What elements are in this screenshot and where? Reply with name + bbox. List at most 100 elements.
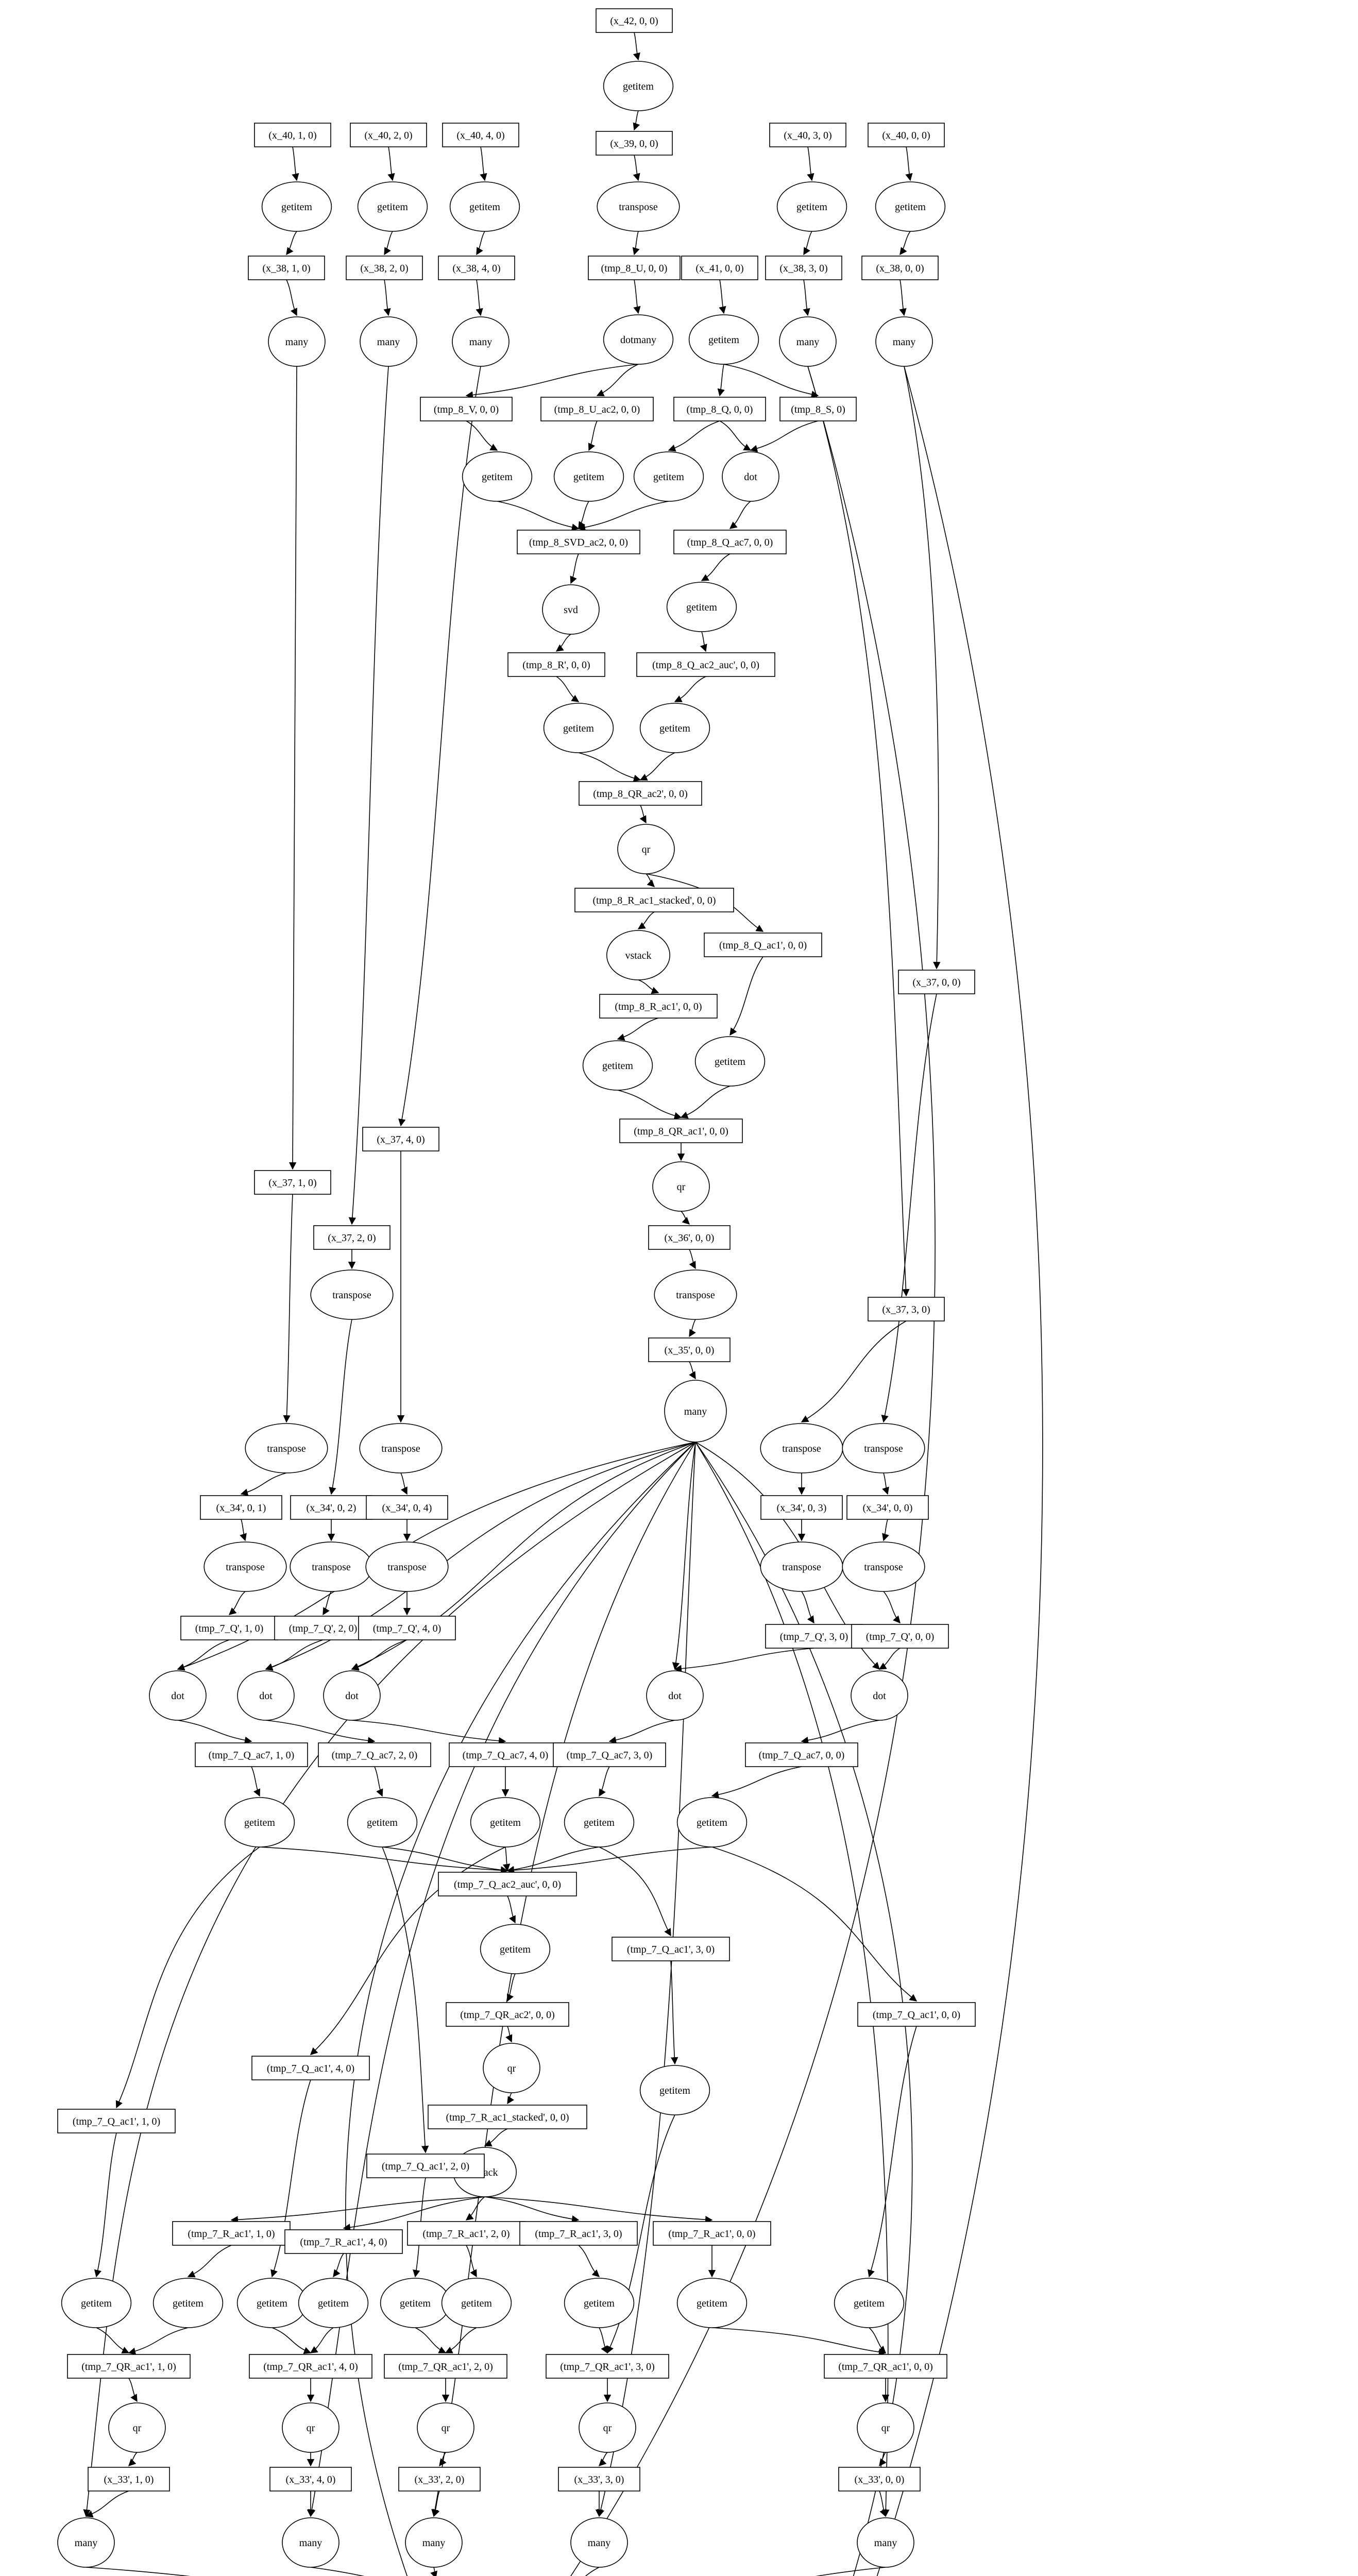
graph-node-tmp_7_Q_ac7_1_0: (tmp_7_Q_ac7, 1, 0) [195,1742,308,1767]
node-label-gi31: getitem [854,2298,885,2309]
graph-node-gi22: getitem [639,2065,710,2115]
node-label-x_37_3_0: (x_37, 3, 0) [882,1304,930,1315]
graph-node-gi19: getitem [564,1797,635,1848]
edge-tmp_8_Q--gi10 [668,420,720,452]
graph-node-tmp_8_U: (tmp_8_U, 0, 0) [588,256,681,280]
graph-node-gi10: getitem [633,451,704,502]
node-label-gi15: getitem [715,1056,745,1067]
edge-tr7--x_34_0_0 [882,1472,889,1495]
graph-node-qr4: qr [108,2402,166,2453]
op-ellipse-gi14 [582,1040,653,1091]
graph-node-gi28: getitem [441,2278,512,2328]
edge-svd--tmp_8_R [555,634,571,652]
edge-tmp_7_Q_ac7_2_0--gi17 [374,1766,383,1797]
node-label-tr12: transpose [864,1562,903,1573]
edge-x_37_1_0--tr4 [283,1194,293,1423]
edge-x_38_2_0--many2 [383,279,391,316]
edge-tmp_7_Q_ac7_3_0--gi19 [599,1766,610,1797]
array-box-tmp_7_R_ac1_stacked [428,2105,587,2129]
edge-dot6--tmp_7_Q_ac7_0_0 [801,1720,880,1744]
op-ellipse-qr3 [483,2043,540,2093]
op-ellipse-tr1 [597,181,680,232]
graph-node-tmp_7_R_ac1_2_0: (tmp_7_R_ac1', 2, 0) [407,2221,525,2246]
graph-node-gi11: getitem [666,582,737,632]
array-box-tmp_7_Q_3_0 [765,1624,863,1649]
graph-node-tmp_7_QR_ac1_2_0: (tmp_7_QR_ac1', 2, 0) [384,2354,507,2379]
edge-tr2--x_35_0_0 [689,1319,696,1337]
node-label-tmp_7_QR_ac1_3_0: (tmp_7_QR_ac1', 3, 0) [560,2361,655,2372]
edge-many9--manyhub2 [585,2567,600,2576]
node-label-gi27: getitem [400,2298,431,2309]
graph-node-tmp_8_R: (tmp_8_R', 0, 0) [507,652,605,677]
graph-node-tmp_7_R_ac1_4_0: (tmp_7_R_ac1', 4, 0) [284,2229,403,2254]
node-label-tmp_8_R_ac1: (tmp_8_R_ac1', 0, 0) [615,1001,702,1012]
graph-node-tmp_7_Q_1_0: (tmp_7_Q', 1, 0) [180,1616,278,1640]
array-box-tmp_8_Q_ac7 [673,530,787,554]
edge-x_40_2_0--gi3 [387,146,395,181]
edge-many4--manyhub2 [570,366,936,2576]
node-label-x_40_0_0: (x_40, 0, 0) [882,130,930,141]
graph-node-dot1: dot [722,451,779,502]
node-label-x_42_0_0: (x_42, 0, 0) [610,15,658,27]
array-box-tmp_7_QR_ac2 [446,2002,569,2027]
edge-x_42_0_0--gi1 [633,32,640,61]
array-box-tmp_7_Q_ac7_4_0 [449,1742,562,1767]
edge-many8--x_32_0_0 [430,2567,437,2576]
graph-node-gi12: getitem [543,703,614,753]
op-ellipse-qr7 [579,2402,636,2453]
edge-tmp_7_Q_ac1_0_0--gi31 [868,2026,917,2278]
edge-vstack2--tmp_7_R_ac1_2_0 [465,2196,485,2221]
node-label-gi16: getitem [244,1817,275,1828]
edge-x_39_0_0--tr1 [633,155,640,181]
edge-gi14--tmp_8_QR_ac1 [617,1090,682,1120]
array-box-tmp_8_Q_ac2_auc [636,652,775,677]
edge-tr1--tmp_8_U [632,231,640,256]
array-box-x_34_0_4 [366,1495,448,1520]
edge-x_38_1_0--many1 [286,279,297,316]
edge-tmp_8_Q--dot1 [719,420,752,451]
graph-node-dot5: dot [646,1670,704,1721]
node-label-gi17: getitem [367,1817,398,1828]
array-box-x_38_3_0 [765,256,842,280]
graph-node-tmp_7_Q_ac7_4_0: (tmp_7_Q_ac7, 4, 0) [449,1742,562,1767]
node-label-tmp_7_R_ac1_2_0: (tmp_7_R_ac1', 2, 0) [422,2228,510,2240]
graph-node-tr1: transpose [597,181,680,232]
graph-node-tmp_8_V: (tmp_8_V, 0, 0) [420,397,513,421]
edge-vstack2--tmp_7_R_ac1_4_0 [343,2196,485,2231]
edge-x_35_0_0--manyhub1 [689,1361,696,1380]
edge-tmp_8_U_ac2--gi9 [588,420,598,451]
op-ellipse-many8 [405,2517,463,2568]
node-label-tmp_7_Q_ac1_1_0: (tmp_7_Q_ac1', 1, 0) [73,2116,160,2127]
array-box-tmp_7_Q_ac1_0_0 [857,2002,976,2027]
graph-node-gi16: getitem [224,1797,295,1848]
graph-node-tmp_7_Q_ac1_4_0: (tmp_7_Q_ac1', 4, 0) [251,2056,370,2080]
edge-x_34_0_1--tr8 [240,1519,247,1541]
graph-node-tmp_7_Q_ac1_2_0: (tmp_7_Q_ac1', 2, 0) [366,2154,485,2178]
edge-tmp_8_S--dot1 [750,420,819,452]
edge-tmp_8_R_ac1--gi14 [617,1018,659,1041]
node-label-many2: many [377,336,400,348]
op-ellipse-tr5 [359,1423,443,1473]
edge-x_40_0_0--gi6 [905,146,913,181]
graph-node-x_34_0_4: (x_34', 0, 4) [366,1495,448,1520]
op-ellipse-manyhub1 [664,1380,727,1443]
node-label-tmp_8_S: (tmp_8_S, 0) [791,404,845,415]
array-box-tmp_7_Q_ac7_2_0 [318,1742,431,1767]
graph-node-gi26: getitem [298,2278,369,2328]
graph-node-x_34_0_2: (x_34', 0, 2) [290,1495,372,1520]
graph-node-x_40_4_0: (x_40, 4, 0) [442,123,519,147]
node-label-tmp_7_QR_ac1_1_0: (tmp_7_QR_ac1', 1, 0) [81,2361,176,2372]
graph-node-qr8: qr [857,2402,914,2453]
graph-node-tmp_7_R_ac1_1_0: (tmp_7_R_ac1', 1, 0) [172,2221,291,2246]
op-ellipse-gi11 [666,582,737,632]
graph-node-gi3: getitem [357,181,428,232]
op-ellipse-gi30 [676,2278,748,2328]
edge-tmp_8_V--gi8 [466,420,498,451]
edge-tmp_8_U--dotmany [633,279,641,314]
node-label-tmp_7_Q_2_0: (tmp_7_Q', 2, 0) [289,1623,357,1634]
array-box-tmp_7_QR_ac1_3_0 [546,2354,669,2379]
edge-x_36_0_0--tr2 [689,1249,696,1269]
graph-node-many3: many [452,316,510,367]
edge-gi8--tmp_8_SVD_ac2 [497,501,580,531]
